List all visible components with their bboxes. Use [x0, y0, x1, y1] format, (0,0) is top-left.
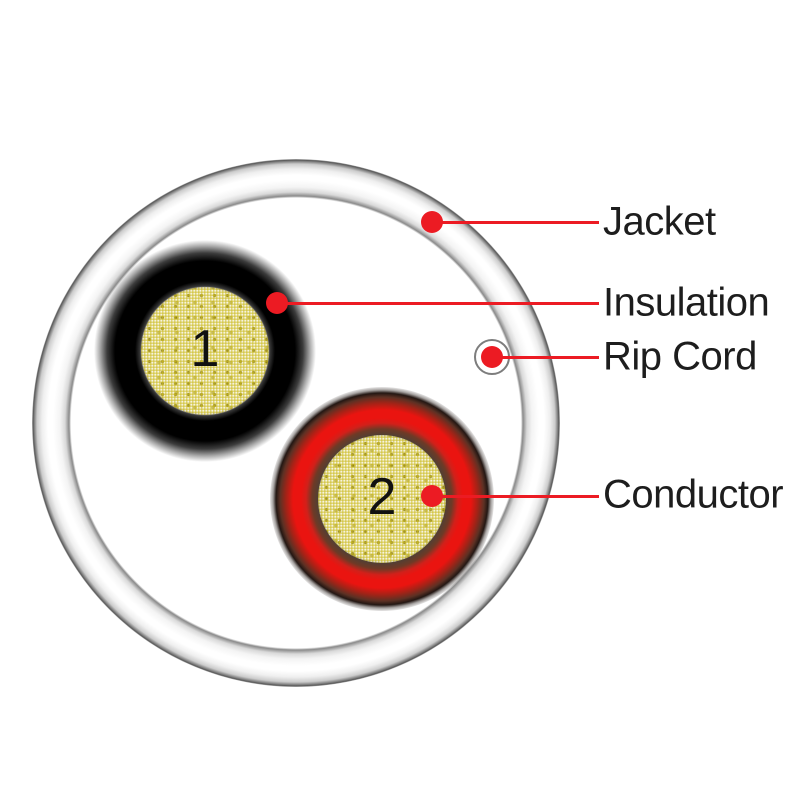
jacket-leader-line	[432, 221, 599, 224]
rip-cord-leader-line	[492, 356, 599, 359]
conductor-1-core: 1	[141, 287, 269, 415]
conductor-leader-dot	[421, 485, 443, 507]
conductor-2-number: 2	[367, 468, 397, 526]
jacket-ring	[32, 159, 560, 687]
jacket-label: Jacket	[603, 199, 716, 244]
conductor-leader-line	[432, 495, 599, 498]
rip-cord-label: Rip Cord	[603, 334, 757, 379]
insulation-leader-line	[277, 302, 599, 305]
insulation-label: Insulation	[603, 280, 770, 325]
conductor-1-number: 1	[190, 320, 220, 378]
conductor-label: Conductor	[603, 472, 784, 517]
jacket-leader-dot	[421, 211, 443, 233]
rip-cord-leader-dot	[481, 346, 503, 368]
insulation-leader-dot	[266, 292, 288, 314]
